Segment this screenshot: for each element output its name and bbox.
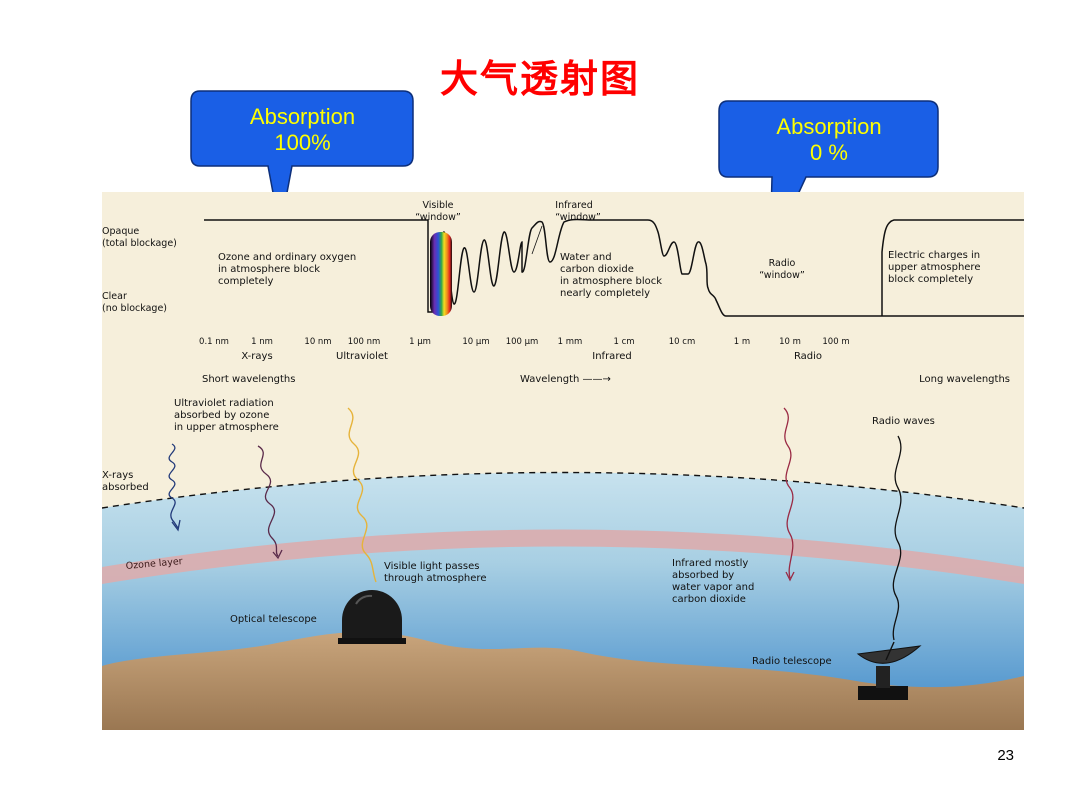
callout-label: Absorption [249,104,356,129]
page-number: 23 [997,747,1014,764]
absorption-100-callout: Absorption 100% [190,90,415,240]
tick-label: 1 mm [558,337,583,347]
note-line: completely [218,276,273,287]
note-line: in atmosphere block [218,264,320,275]
callout-value: 100% [274,130,331,155]
note-line: nearly completely [560,288,650,299]
note-line: carbon dioxide [560,264,634,275]
infrared-window-label: “window” [555,212,601,223]
note-line: block completely [888,274,973,285]
tick-label: 0.1 nm [199,337,229,347]
tick-label: 1 m [734,337,750,347]
absorption-curve [204,218,1024,317]
arrowhead [171,519,181,532]
callout-label: Absorption [776,114,882,139]
infrared-window-pointer [531,225,543,255]
visible-window-label: “window” [415,212,461,223]
infrared-band-label: Infrared [592,351,631,362]
visible-light-wave [347,407,377,583]
tick-label: 100 µm [506,337,539,347]
tick-label: 1 nm [251,337,273,347]
atmospheric-transmission-diagram: Opaque (total blockage) Clear (no blocka… [102,192,1024,730]
infrared-window-label: Infrared [555,200,592,211]
radio-telescope-label: Radio telescope [752,656,832,667]
xrays-band-label: X-rays [241,351,272,362]
optical-telescope [338,590,406,644]
visible-window-label: Visible [422,200,453,211]
arrowhead [785,571,795,582]
radio-wave [892,435,902,641]
opaque-sublabel: (total blockage) [102,238,177,249]
page-title: 大气透射图 [439,57,640,101]
ozone-note: Ozone and ordinary oxygen in atmosphere … [218,252,356,287]
note-line: upper atmosphere [888,262,980,273]
water-note: Water and carbon dioxide in atmosphere b… [560,252,662,299]
clear-label: Clear [102,291,127,302]
atmosphere-boundary [102,471,1024,509]
optical-telescope-label: Optical telescope [230,614,317,625]
opaque-label: Opaque [102,226,139,237]
uv-note: in upper atmosphere [174,422,279,433]
tick-label: 10 m [779,337,801,347]
infrared-note: absorbed by [672,570,734,581]
tick-label: 10 cm [669,337,695,347]
radio-waves-label: Radio waves [872,416,935,427]
uv-wave [257,445,279,557]
xray-note: absorbed [102,482,149,493]
uv-note: absorbed by ozone [174,410,269,421]
ozone-layer-label: Ozone layer [125,556,183,572]
uv-band-label: Ultraviolet [336,351,388,362]
radio-band-label: Radio [794,351,822,362]
electric-block-curve [881,219,1024,316]
tick-label: 100 m [822,337,849,347]
wavelength-ticks: 0.1 nm 1 nm 10 nm 100 nm 1 µm 10 µm 100 µm 1 mm… [199,337,850,347]
radio-window-label: “window” [759,270,805,281]
wavelength-axis-label: Wavelength ——→ [520,374,611,385]
note-line: Water and [560,252,612,263]
xray-wave [168,443,179,529]
tick-label: 10 nm [304,337,331,347]
uv-note: Ultraviolet radiation [174,398,274,409]
ozone-band [102,529,1024,584]
note-line: in atmosphere block [560,276,662,287]
short-wavelengths-label: Short wavelengths [202,374,295,385]
tick-label: 10 µm [462,337,489,347]
note-line: Electric charges in [888,250,980,261]
clear-sublabel: (no blockage) [102,303,167,314]
tick-label: 100 nm [348,337,381,347]
infrared-note: water vapor and [672,582,754,593]
long-wavelengths-label: Long wavelengths [919,374,1010,385]
radio-window-label: Radio [769,258,796,269]
ground [102,631,1024,730]
tick-label: 1 cm [613,337,634,347]
arrowhead [272,549,283,560]
callout-value: 0 % [810,140,848,165]
visible-light-note: Visible light passes [384,561,479,572]
visible-spectrum-bar [430,232,452,316]
infrared-note: Infrared mostly [672,558,748,569]
infrared-note: carbon dioxide [672,594,746,605]
infrared-wave [783,407,794,579]
visible-light-note: through atmosphere [384,573,486,584]
radio-telescope [856,641,922,700]
electric-note: Electric charges in upper atmosphere blo… [888,250,980,285]
xray-note: X-rays [102,470,133,481]
note-line: Ozone and ordinary oxygen [218,252,356,263]
tick-label: 1 µm [409,337,431,347]
